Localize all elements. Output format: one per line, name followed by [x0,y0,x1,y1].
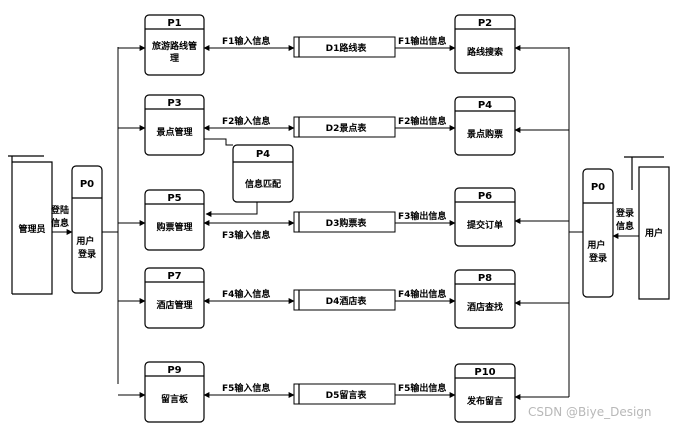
login-left-id: P0 [80,179,94,190]
output-flow-label: F4输出信息 [398,288,446,300]
right-process-id: P6 [478,191,492,202]
right-process-1: P4 景点购票 [454,96,516,156]
input-flow-label: F2输入信息 [222,115,270,127]
data-store: D5留言表 [293,383,396,405]
left-process-1: P3 景点管理 [144,94,205,156]
data-store: D2景点表 [293,116,396,138]
flow-row: P5 购票管理 P6 提交订单 D3购票表 F3输入信息 F3输出信息 [118,187,569,251]
data-store: D3购票表 [293,211,396,233]
left-process-name: 景点管理 [156,126,192,138]
user-label: 用户 [644,227,663,239]
match-process: P4 信息匹配 [232,144,294,203]
right-process-2: P6 提交订单 [454,187,516,247]
right-process-name: 发布留言 [466,395,503,407]
right-process-4: P10 发布留言 [454,363,516,423]
right-process-3: P8 酒店查找 [454,269,516,329]
right-process-name: 提交订单 [467,219,503,231]
admin-flow-line1: 登陆 [50,204,69,216]
left-process-name: 留言板 [161,393,189,405]
match-name: 信息匹配 [245,178,281,190]
right-process-id: P2 [478,18,492,29]
left-process-name: 酒店管理 [156,299,192,311]
admin-label: 管理员 [18,223,45,235]
flow-row: P7 酒店管理 P8 酒店查找 D4酒店表 F4输入信息 F4输出信息 [118,267,569,329]
left-process-id: P5 [167,193,181,204]
login-right-id: P0 [591,182,605,193]
input-flow-label: F3输入信息 [222,229,270,241]
data-store-name: D4酒店表 [326,295,368,307]
left-process-2: P5 购票管理 [144,189,205,251]
user-entity: 用户 [624,156,670,300]
left-process-id: P7 [167,271,181,282]
watermark: CSDN @Biye_Design [528,405,652,419]
left-process-3: P7 酒店管理 [144,267,205,329]
login-process-right: P0 用户 登录 [582,168,614,298]
right-process-name: 路线搜索 [467,46,503,58]
admin-flow-label: 登陆 信息 [50,204,72,229]
flow-row: P1 旅游路线管理 P2 路线搜索 D1路线表 F1输入信息 F1输出信息 [118,14,569,76]
login-right-name: 用户 登录 [586,239,608,264]
flow-row: P9 留言板 P10 发布留言 D5留言表 F5输入信息 F5输出信息 [118,361,569,423]
output-flow-label: F3输出信息 [398,210,446,222]
admin-entity: 管理员 [8,155,53,295]
left-process-id: P3 [167,98,181,109]
data-store-name: D3购票表 [326,217,368,229]
left-process-id: P1 [167,18,181,29]
left-process-4: P9 留言板 [144,361,205,423]
match-id: P4 [256,149,270,160]
input-flow-label: F4输入信息 [222,288,270,300]
data-store-name: D2景点表 [326,122,368,134]
admin-flow-line2: 信息 [51,217,69,229]
data-store: D1路线表 [293,36,396,58]
input-flow-label: F5输入信息 [222,382,270,394]
login-left-name: 用户 登录 [75,235,97,260]
output-flow-label: F1输出信息 [398,35,446,47]
left-process-id: P9 [167,365,181,376]
data-store-name: D1路线表 [326,42,368,54]
left-process-name: 旅游路线管理 [152,40,197,64]
data-store-name: D5留言表 [326,389,368,401]
output-flow-label: F5输出信息 [398,382,446,394]
right-process-name: 景点购票 [467,128,503,140]
flow-row: P3 景点管理 P4 景点购票 D2景点表 F2输入信息 F2输出信息 [118,94,569,156]
right-process-name: 酒店查找 [467,301,503,313]
right-process-id: P10 [474,367,495,378]
right-process-id: P4 [478,100,492,111]
login-process-left: P0 用户 登录 [71,165,103,294]
output-flow-label: F2输出信息 [398,115,446,127]
input-flow-label: F1输入信息 [222,35,270,47]
left-process-name: 购票管理 [156,221,192,233]
data-store: D4酒店表 [293,289,396,311]
right-process-id: P8 [478,273,492,284]
user-flow-label: 登录 信息 [615,207,637,232]
right-process-0: P2 路线搜索 [454,14,516,74]
left-process-0: P1 旅游路线管理 [144,14,205,76]
